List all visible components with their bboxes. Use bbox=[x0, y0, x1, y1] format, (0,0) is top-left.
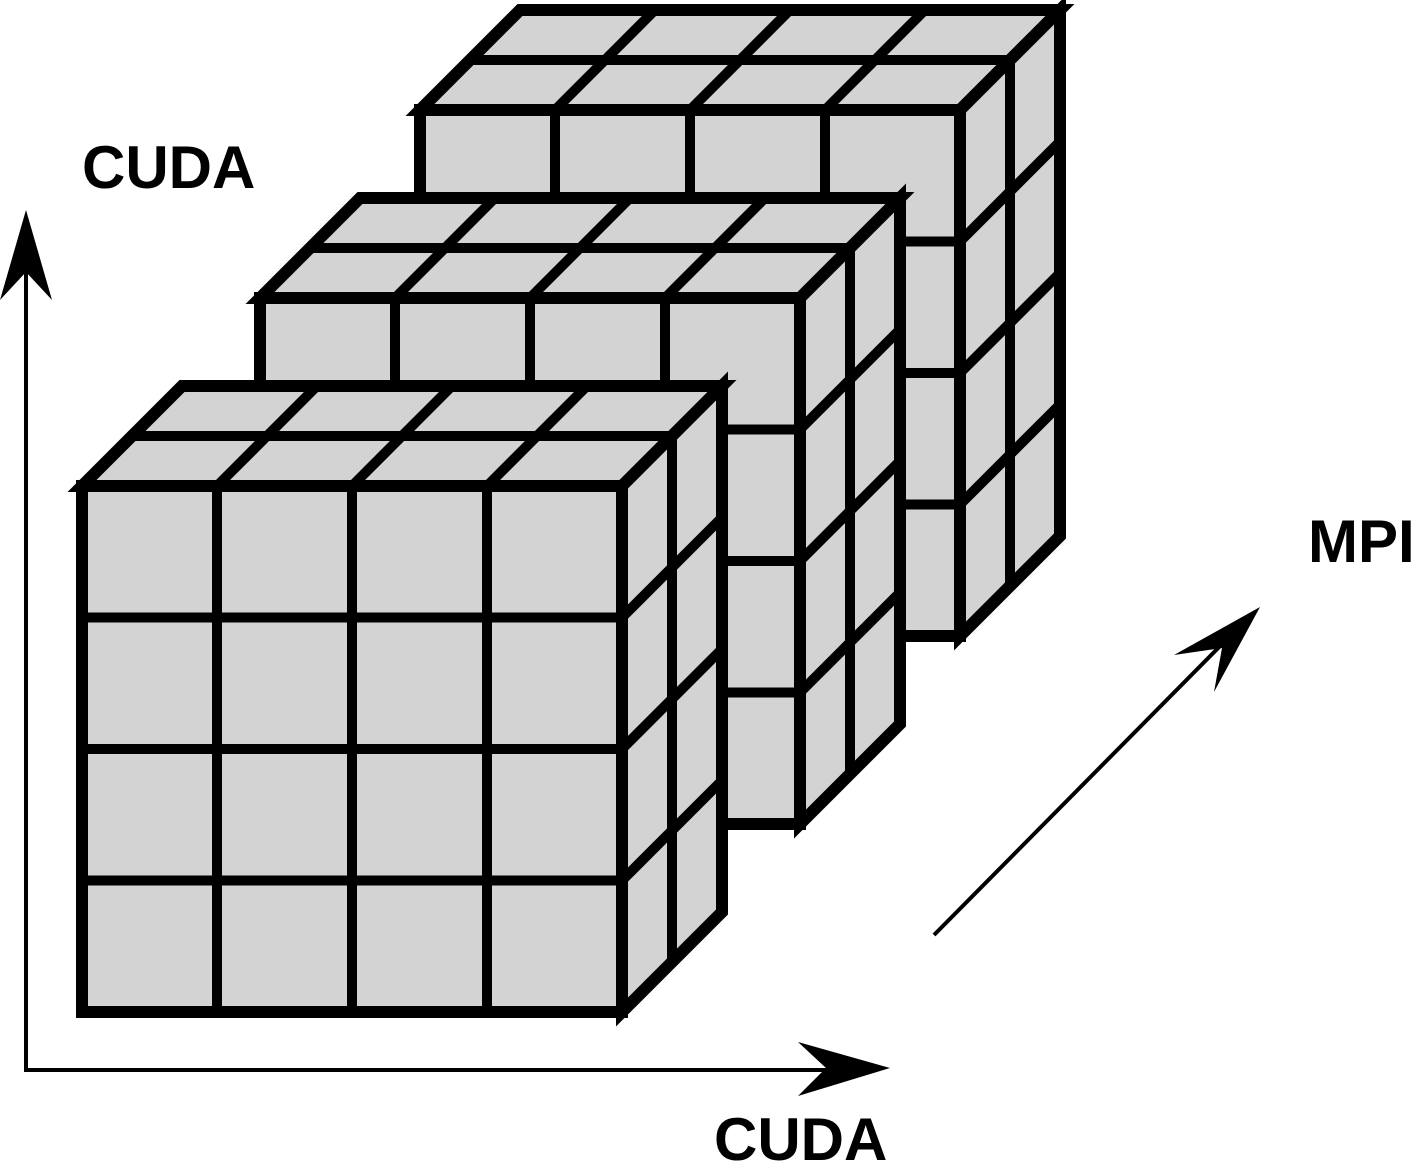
cube-block bbox=[67, 371, 737, 1027]
depth-axis-arrowhead bbox=[1174, 607, 1260, 692]
side-grid-line bbox=[956, 400, 1064, 509]
horizontal-axis-arrowhead bbox=[798, 1042, 890, 1096]
side-grid-line bbox=[618, 645, 726, 753]
vertical-axis-arrowhead bbox=[0, 210, 52, 300]
axes bbox=[0, 210, 1260, 1096]
side-grid-line bbox=[956, 137, 1064, 246]
side-grid-line bbox=[618, 513, 726, 622]
side-grid-line bbox=[796, 457, 904, 565]
depth-axis-line bbox=[932, 628, 1238, 937]
cube-blocks bbox=[67, 0, 1075, 1027]
side-grid-line bbox=[796, 588, 904, 697]
side-grid-line bbox=[956, 269, 1064, 377]
side-grid-line bbox=[796, 325, 904, 434]
vertical-axis-label: CUDA bbox=[82, 134, 256, 201]
depth-axis-label: MPI bbox=[1308, 508, 1415, 575]
side-grid-line bbox=[618, 776, 726, 885]
horizontal-axis-label: CUDA bbox=[714, 1106, 888, 1173]
